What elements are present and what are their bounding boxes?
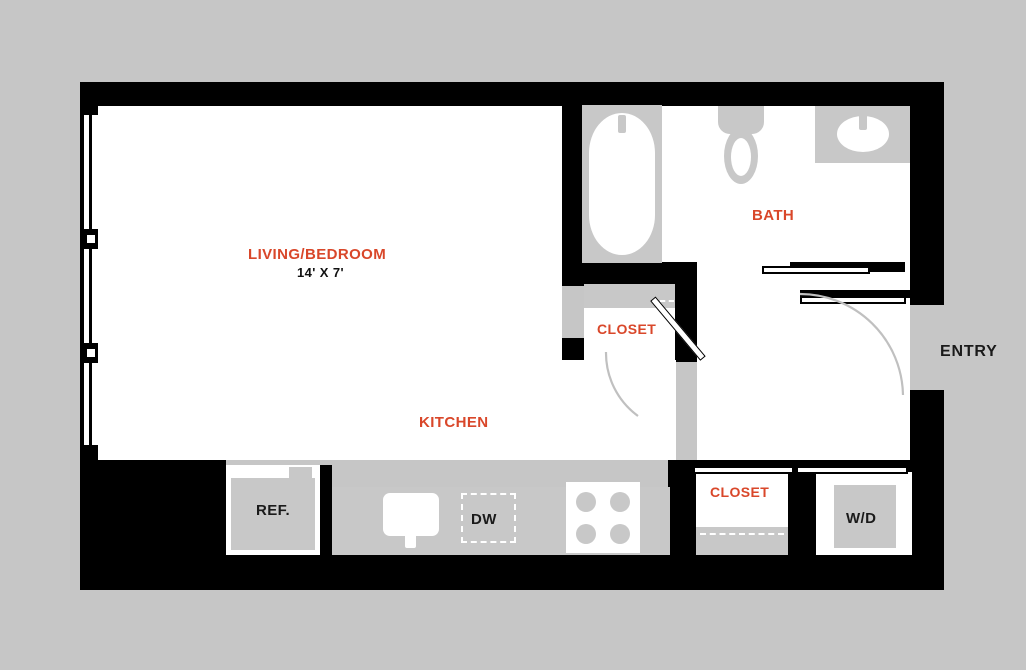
closet-lower-rod [700,533,784,535]
closet-upper-door-swing-arc [604,351,639,417]
toilet [710,106,772,186]
closet-lower-shelf [696,527,788,555]
living-bedroom-window-upper [84,112,98,232]
refrigerator-label: REF. [256,502,291,519]
washer-dryer-door-slab [796,466,908,474]
washer-dryer-label: W/D [846,510,877,527]
dishwasher-label: DW [471,511,497,528]
entry-door-header [800,290,910,298]
refrigerator-top-box [289,467,312,479]
burner-top-left [576,492,596,512]
closet-upper-label: CLOSET [597,321,657,337]
closet-lower-label: CLOSET [710,484,770,500]
living-bedroom-dimensions: 14' X 7' [297,265,344,280]
interior-wall-fridge-right [320,465,332,555]
interior-wall-bath-bottom [562,262,697,286]
exterior-wall-bottom [80,555,944,590]
exterior-wall-top [80,82,944,106]
closet-lower-door-slab [693,466,794,474]
exterior-wall-left-strip [80,106,84,472]
interior-wall-fridge-left [214,460,226,555]
living-bedroom-window-middle [84,246,98,346]
refrigerator [231,478,315,550]
entry-door-leaf [800,296,906,304]
kitchen-label: KITCHEN [419,414,489,431]
kitchen-sink-faucet [405,527,416,548]
floor-entry-vestibule [697,286,910,460]
living-bedroom-window-lower [84,360,98,448]
washer-dryer [834,485,896,548]
bathtub-faucet [618,115,626,133]
entry-door-swing-arc [799,292,905,396]
dishwasher [461,493,516,543]
interior-wall-kitchen-closet-divider [668,460,696,555]
entry-label: ENTRY [940,343,998,360]
living-bedroom-label: LIVING/BEDROOM [248,246,387,263]
burner-bottom-right [610,524,630,544]
bathtub [582,105,662,263]
interior-wall-closet-lower-right [788,460,816,555]
floor-kitchen [98,360,676,460]
range-cooktop [566,482,640,553]
closet-upper-rod [660,300,674,302]
bath-label: BATH [752,207,795,224]
interior-wall-bath-left [562,106,584,268]
window-mullion-lower [84,346,98,360]
bath-door-slab [762,266,870,274]
exterior-wall-right-upper [910,82,944,305]
burner-top-right [610,492,630,512]
burner-bottom-left [576,524,596,544]
window-mullion-upper [84,232,98,246]
interior-wall-wd-right [912,460,944,555]
bathroom-sink-faucet [859,110,867,130]
bathroom-vanity [815,106,910,163]
